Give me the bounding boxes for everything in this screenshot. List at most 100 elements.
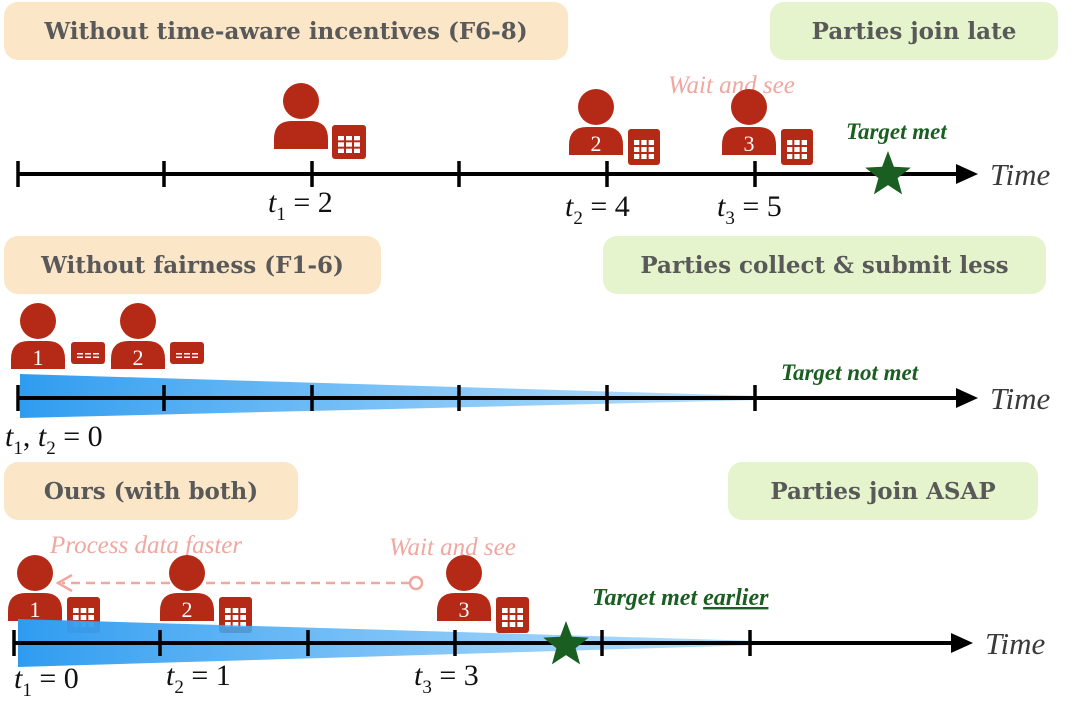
wait-and-see-note-1: Wait and see	[668, 72, 795, 99]
table-cell	[641, 140, 647, 145]
party-number: 2	[182, 597, 193, 622]
person-head	[731, 89, 767, 125]
process-faster-arrowhead	[55, 573, 73, 593]
table-cell	[77, 356, 83, 358]
outcome-label-1-bg	[770, 2, 1058, 60]
party-3-dataset-icon	[781, 129, 813, 165]
table-cell	[225, 608, 231, 613]
table-cell	[85, 353, 91, 355]
table-cell	[338, 142, 344, 147]
table-cell	[634, 154, 640, 159]
table-cell	[346, 136, 352, 141]
party-person-3: 3	[722, 89, 776, 156]
table-cell	[184, 356, 190, 358]
outcome-label-2-bg	[603, 236, 1046, 294]
table-cell	[502, 615, 508, 620]
table-cell	[240, 622, 246, 627]
table-cell	[502, 608, 508, 613]
target-emphasis: earlier	[703, 585, 769, 611]
person-body	[437, 593, 491, 621]
table-cell	[509, 615, 516, 620]
table-cell	[354, 142, 360, 147]
person-body	[11, 341, 65, 369]
scenario-label-3-text: Ours (with both)	[44, 478, 258, 505]
time-axis-label: Time	[990, 381, 1051, 416]
outcome-label-3-text: Parties join ASAP	[770, 478, 995, 505]
table-cell	[77, 353, 83, 355]
party-number: 3	[744, 131, 755, 156]
table-cell	[801, 140, 807, 145]
table-cell	[509, 608, 516, 613]
outcome-label-3-bg	[728, 462, 1038, 520]
table-cell	[88, 608, 94, 613]
t3-label-3: t3 = 3	[414, 659, 479, 698]
scenario-label-2-text: Without fairness (F1-6)	[40, 252, 344, 279]
table-cell	[176, 353, 182, 355]
person-body	[8, 593, 62, 621]
person-body	[111, 341, 165, 369]
table-bg	[332, 125, 366, 159]
table-cell	[80, 615, 87, 620]
outcome-label-3: Parties join ASAP	[728, 462, 1038, 520]
table-cell	[192, 356, 198, 358]
table-cell	[648, 154, 654, 159]
party-number: 2	[591, 131, 602, 156]
table-cell	[502, 622, 508, 627]
person-head	[169, 555, 205, 591]
table-cell	[509, 622, 516, 627]
person-head	[17, 555, 53, 591]
party-person-3c: 3	[437, 555, 491, 622]
scenario-label-3-bg	[4, 462, 298, 520]
t3-label-1: t3 = 5	[717, 190, 782, 229]
target-star-1	[865, 151, 911, 195]
table-cell	[801, 147, 807, 152]
party-person-1	[274, 83, 328, 149]
scenario-label-3: Ours (with both)	[4, 462, 298, 520]
table-cell	[192, 353, 198, 355]
table-cell	[517, 622, 523, 627]
table-cell	[634, 140, 640, 145]
table-cell	[73, 608, 79, 613]
person-head	[283, 83, 319, 119]
table-cell	[338, 148, 344, 153]
process-faster-origin-marker	[408, 575, 424, 591]
person-body	[160, 593, 214, 621]
time-axis-3: Time	[12, 626, 1046, 661]
axis-arrowhead	[956, 388, 978, 408]
table-cell	[648, 147, 654, 152]
t2-label-3: t2 = 1	[166, 659, 231, 698]
table-cell	[240, 608, 246, 613]
target-status-2: Target not met	[781, 360, 919, 385]
party-person-1b: 1	[11, 303, 65, 370]
party-person-2c: 2	[160, 555, 214, 622]
person-head	[578, 89, 614, 125]
t1-label-3: t1 = 0	[14, 662, 79, 701]
time-axis-1: Time	[16, 157, 1051, 192]
party-number: 1	[33, 345, 44, 370]
table-cell	[354, 148, 360, 153]
party-person-2b: 2	[111, 303, 165, 370]
table-cell	[346, 142, 352, 147]
outcome-label-2: Parties collect & submit less	[603, 236, 1046, 294]
scenario-label-1-bg	[4, 2, 568, 60]
party-person-1c: 1	[8, 555, 62, 622]
party-1b-dataset-icon	[71, 342, 105, 364]
axis-arrowhead	[956, 164, 978, 184]
t1-label-1: t1 = 2	[268, 186, 333, 225]
table-cell	[794, 147, 800, 152]
scenario-label-2: Without fairness (F1-6)	[4, 236, 381, 294]
outcome-label-1-text: Parties join late	[812, 18, 1017, 45]
target-star-3	[543, 621, 589, 665]
outcome-label-2-text: Parties collect & submit less	[640, 252, 1008, 279]
target-status-1: Target met	[846, 119, 947, 144]
table-cell	[184, 353, 190, 355]
table-cell	[787, 154, 793, 159]
time-axis-2: Time	[16, 381, 1051, 416]
table-cell	[73, 615, 79, 620]
wait-and-see-note-3: Wait and see	[389, 534, 516, 561]
party-3c-dataset-icon	[496, 597, 529, 633]
time-axis-label: Time	[985, 626, 1046, 661]
table-cell	[176, 356, 182, 358]
